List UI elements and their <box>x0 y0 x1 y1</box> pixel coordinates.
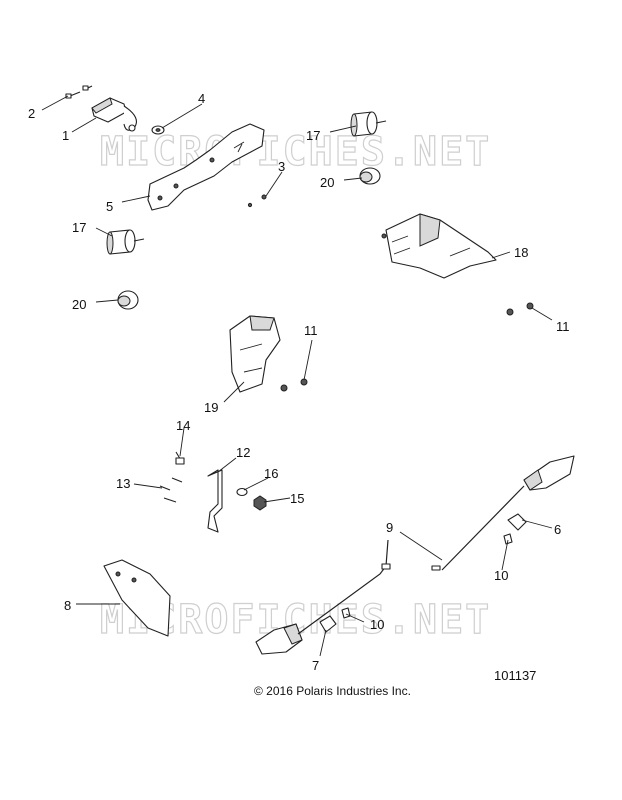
callout-11-center: 11 <box>304 323 318 338</box>
callout-9: 9 <box>386 520 393 535</box>
part-18-mount-bracket <box>381 213 497 279</box>
part-10-bolt-right <box>503 533 513 545</box>
watermark-top: MICROFICHES.NET <box>100 129 491 175</box>
callout-15: 15 <box>290 491 304 506</box>
callout-12: 12 <box>236 445 250 460</box>
callout-7: 7 <box>312 658 319 673</box>
part-17-horn-upper <box>350 111 387 137</box>
part-4-washer <box>151 125 165 135</box>
part-20-pad-upper <box>359 167 381 185</box>
callout-19: 19 <box>204 400 218 415</box>
part-8-plate-bracket <box>103 559 171 637</box>
part-17-horn-lower <box>106 229 145 255</box>
callout-8: 8 <box>64 598 71 613</box>
callout-18: 18 <box>514 245 528 260</box>
callout-1: 1 <box>62 128 69 143</box>
part-11-nuts-center <box>280 378 308 392</box>
callout-4: 4 <box>198 91 205 106</box>
callout-2: 2 <box>28 106 35 121</box>
part-2-screws <box>65 85 93 99</box>
callout-13: 13 <box>116 476 130 491</box>
part-12-bracket <box>207 469 223 533</box>
callout-16: 16 <box>264 466 278 481</box>
callout-17-lower: 17 <box>72 220 86 235</box>
callout-5: 5 <box>106 199 113 214</box>
part-9-turn-signal-left <box>255 539 391 655</box>
callout-10-center: 10 <box>370 617 384 632</box>
part-5-bracket <box>147 123 265 211</box>
part-14-bolt <box>175 451 185 465</box>
callout-3: 3 <box>278 159 285 174</box>
part-9-turn-signal-right <box>431 455 575 571</box>
diagram-reference-number: 101137 <box>494 668 536 683</box>
callout-14: 14 <box>176 418 190 433</box>
part-6-nut <box>507 513 527 531</box>
callout-17-upper: 17 <box>306 128 320 143</box>
callout-6: 6 <box>554 522 561 537</box>
callout-11-right: 11 <box>556 319 570 334</box>
part-11-nuts-right <box>506 302 534 316</box>
part-20-pad-lower <box>117 290 139 310</box>
part-15-nut <box>253 495 267 511</box>
copyright-notice: © 2016 Polaris Industries Inc. <box>254 684 411 698</box>
part-13-screws <box>159 477 183 503</box>
part-7-nut <box>319 615 337 633</box>
leader-lines <box>41 95 553 657</box>
callout-10-right: 10 <box>494 568 508 583</box>
part-3-nut <box>247 194 267 208</box>
callout-20-lower: 20 <box>72 297 86 312</box>
part-10-bolt-center <box>341 607 351 619</box>
callouts: 2 1 4 5 3 17 20 17 20 18 11 11 19 14 13 … <box>28 91 570 673</box>
callout-20-upper: 20 <box>320 175 334 190</box>
part-19-mount-bracket <box>229 315 281 393</box>
part-1-buzzer <box>91 97 137 132</box>
